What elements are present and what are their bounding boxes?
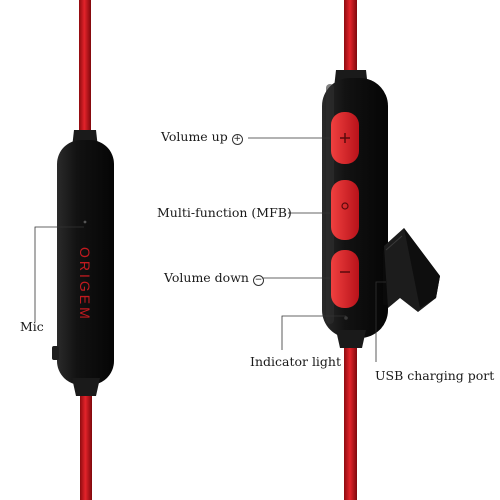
indicator-led: [344, 316, 348, 320]
multi-function-button[interactable]: [331, 180, 359, 240]
volume-up-text: Volume up: [161, 129, 228, 144]
volume-down-label: Volume down−: [164, 271, 264, 286]
leader-indicator: [281, 315, 346, 350]
brand-logo-text: ORIGEM: [77, 247, 93, 322]
usb-port-cover: [384, 228, 440, 312]
remote-control: [322, 70, 388, 348]
leader-usb: [375, 281, 386, 362]
volume-down-text: Volume down: [164, 270, 249, 285]
mic-label: Mic: [20, 319, 44, 334]
indicator-light-label: Indicator light: [250, 354, 342, 369]
leader-lines: [34, 137, 386, 362]
mic-housing: ORIGEM: [52, 130, 114, 396]
minus-circle-icon: −: [252, 275, 264, 286]
mic-hole: [83, 220, 87, 224]
volume-up-label: Volume up+: [161, 130, 243, 145]
usb-port-label: USB charging port: [375, 368, 495, 383]
left-cable: [79, 0, 92, 500]
leader-mic: [34, 226, 84, 322]
mfb-label: Multi-function (MFB): [157, 205, 292, 220]
volume-down-button[interactable]: [331, 250, 359, 308]
plus-circle-icon: +: [231, 134, 243, 145]
right-cable: [344, 0, 357, 500]
